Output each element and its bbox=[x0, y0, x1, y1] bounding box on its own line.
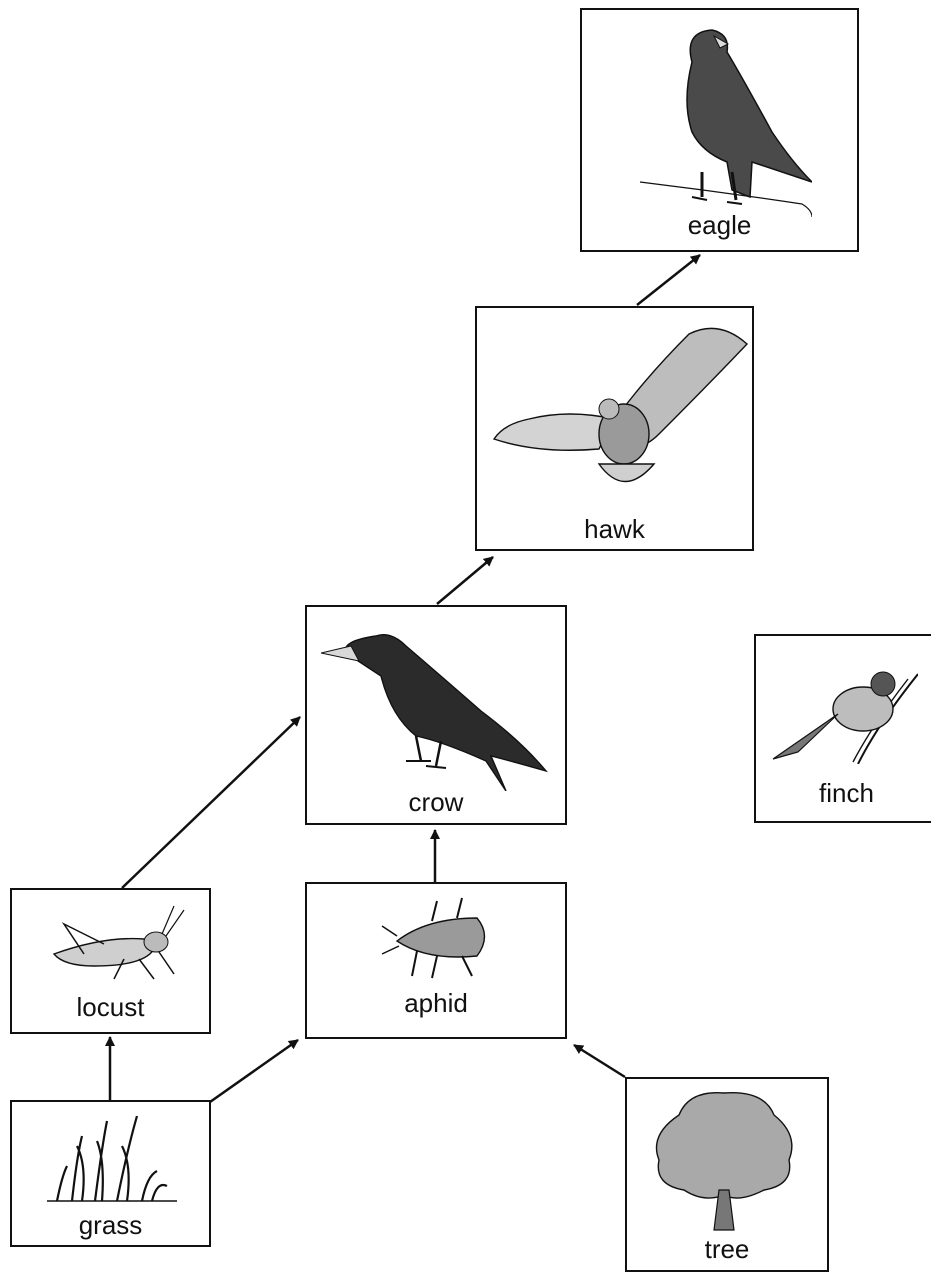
tree-label: tree bbox=[627, 1234, 827, 1265]
tree-box: tree bbox=[625, 1077, 829, 1272]
aphid-icon bbox=[377, 896, 507, 981]
grass-box: grass bbox=[10, 1100, 211, 1247]
hawk-label: hawk bbox=[477, 514, 752, 545]
eagle-label: eagle bbox=[582, 210, 857, 241]
arrow-crow-to-hawk bbox=[437, 557, 493, 604]
arrow-tree-to-aphid bbox=[574, 1045, 625, 1077]
finch-box: finch bbox=[754, 634, 931, 823]
locust-box: locust bbox=[10, 888, 211, 1034]
eagle-box: eagle bbox=[580, 8, 859, 252]
crow-label: crow bbox=[307, 787, 565, 818]
grass-icon bbox=[47, 1116, 177, 1206]
grass-label: grass bbox=[12, 1210, 209, 1241]
eagle-icon bbox=[632, 22, 812, 217]
tree-icon bbox=[649, 1085, 799, 1235]
crow-box: crow bbox=[305, 605, 567, 825]
hawk-icon bbox=[489, 314, 749, 499]
aphid-label: aphid bbox=[307, 988, 565, 1019]
arrow-grass-to-aphid bbox=[210, 1040, 298, 1102]
arrow-hawk-to-eagle bbox=[637, 255, 700, 305]
arrow-locust-to-crow bbox=[122, 717, 300, 888]
finch-icon bbox=[768, 664, 918, 764]
hawk-box: hawk bbox=[475, 306, 754, 551]
aphid-box: aphid bbox=[305, 882, 567, 1039]
crow-icon bbox=[321, 621, 551, 791]
locust-label: locust bbox=[12, 992, 209, 1023]
finch-label: finch bbox=[756, 778, 931, 809]
locust-icon bbox=[44, 904, 194, 984]
